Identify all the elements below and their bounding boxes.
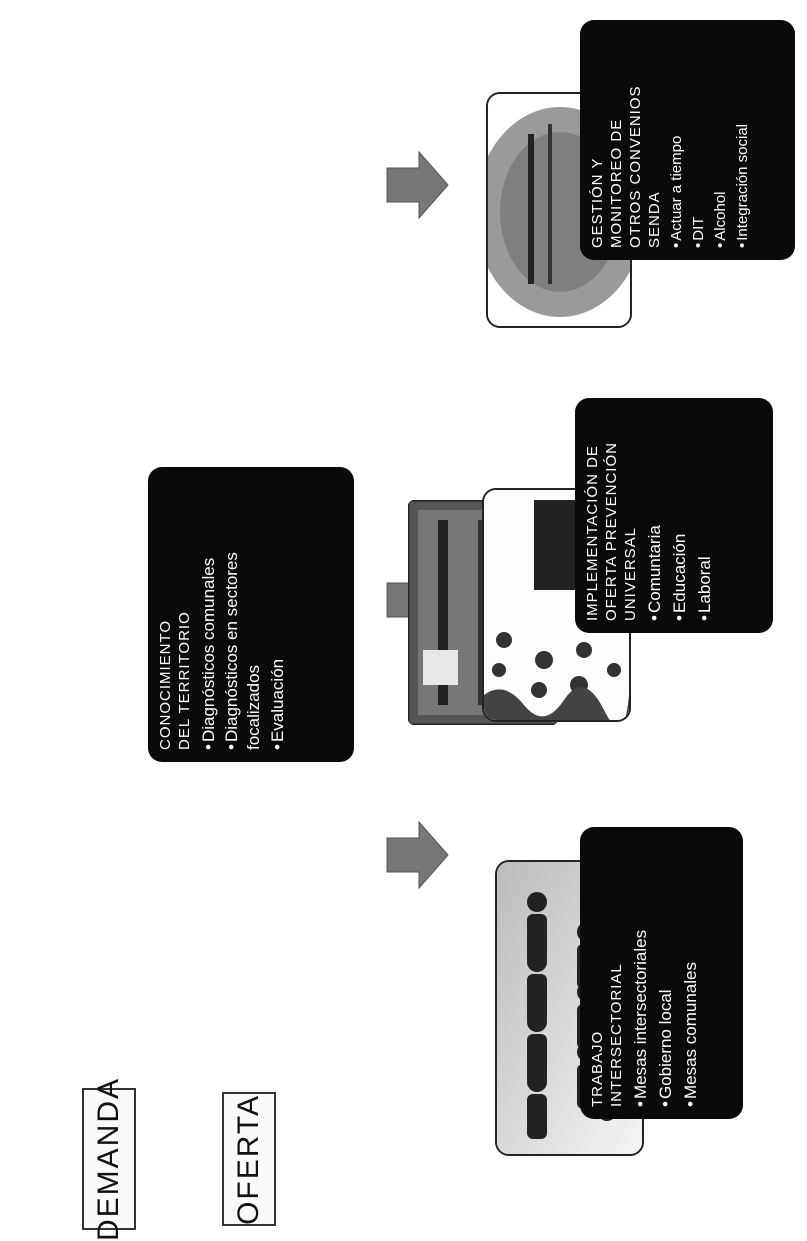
arrow-right-icon — [386, 820, 449, 890]
demanda-label: DEMANDA — [92, 1077, 125, 1241]
list-item: Diagnósticos en sectores focalizados — [221, 510, 265, 750]
gestion-monitoreo-card: GESTIÓN Y MONITOREO DE OTROS CONVENIOS S… — [580, 20, 795, 260]
card-title: GESTIÓN Y MONITOREO DE OTROS CONVENIOS S… — [589, 85, 663, 248]
card-title: CONOCIMIENTO DEL TERRITORIO — [157, 611, 193, 750]
demanda-label-box: DEMANDA — [82, 1077, 136, 1241]
list-item: Evaluación — [265, 479, 290, 750]
list-item: Laboral — [692, 410, 717, 621]
list-item: Integración social — [732, 32, 754, 248]
list-item: Diagnósticos comunales — [196, 479, 221, 750]
monitoring-photo — [486, 92, 632, 328]
list-item: DIT — [688, 32, 710, 248]
card-title: IMPLEMENTACIÓN DE OFERTA PREVENCIÓN UNIV… — [584, 442, 639, 621]
oferta-label: OFERTA — [232, 1093, 265, 1225]
conocimiento-territorio-card: CONOCIMIENTO DEL TERRITORIO Diagnósticos… — [148, 467, 354, 762]
list-item: Educación — [667, 410, 692, 621]
oferta-label-box: OFERTA — [222, 1092, 276, 1226]
list-item: Alcohol — [710, 32, 732, 248]
implementacion-card: IMPLEMENTACIÓN DE OFERTA PREVENCIÓN UNIV… — [575, 398, 773, 633]
card-title: TRABAJO INTERSECTORIAL — [589, 963, 625, 1107]
list-item: Mesas intersectoriales — [628, 839, 653, 1107]
list-item: Mesas comunales — [678, 839, 703, 1107]
list-item: Gobierno local — [653, 839, 678, 1107]
arrow-right-icon — [386, 150, 449, 220]
trabajo-intersectorial-card: TRABAJO INTERSECTORIAL Mesas intersector… — [580, 827, 743, 1119]
list-item: Comuntaria — [642, 410, 667, 621]
list-item: Actuar a tiempo — [666, 32, 688, 248]
